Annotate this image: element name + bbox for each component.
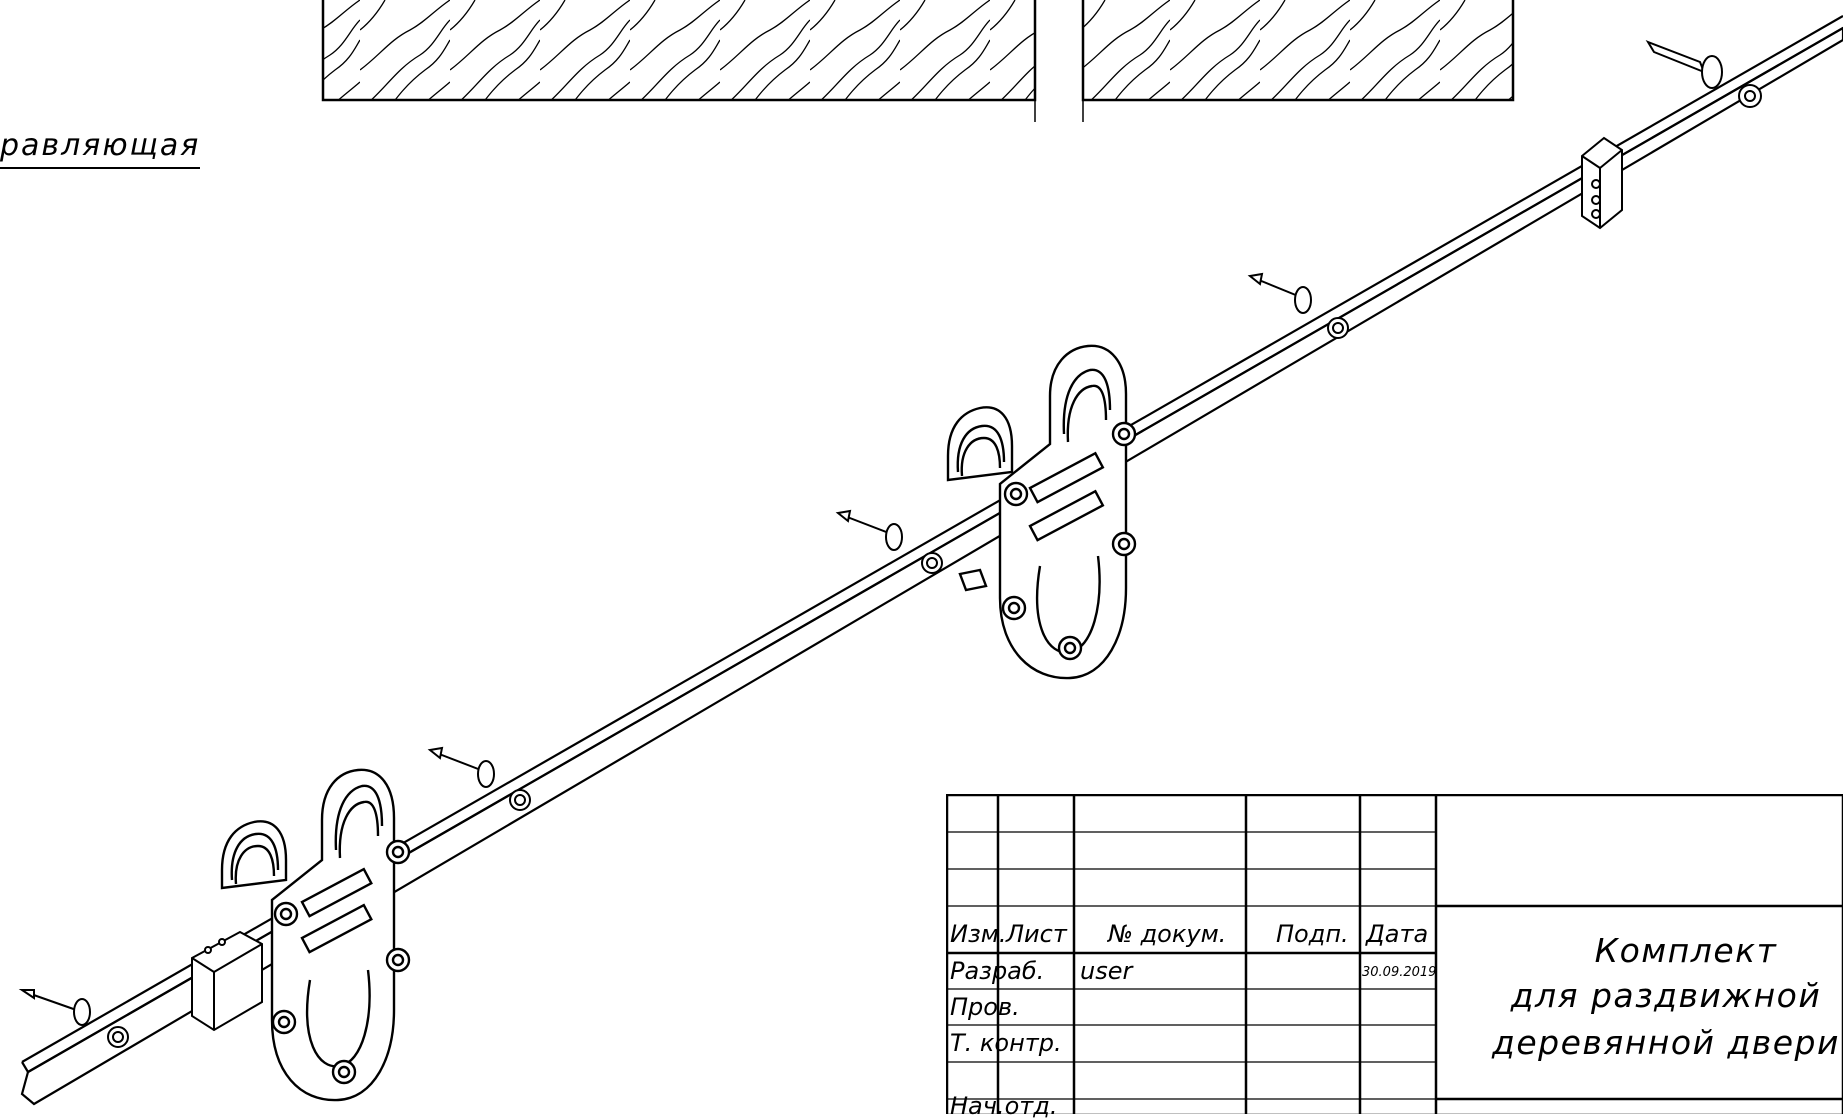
wall-screw — [18, 989, 129, 1048]
wall-screw — [835, 509, 943, 574]
guide-rail-label: равляющая — [0, 131, 201, 169]
header-sign: Подп. — [1276, 920, 1349, 948]
row-role: Нач.отд. — [950, 1092, 1058, 1120]
title-line: деревянной двери — [1492, 1023, 1840, 1062]
header-list: Лист — [1006, 920, 1067, 948]
row-role: Т. контр. — [950, 1029, 1062, 1057]
row-role: Пров. — [950, 993, 1020, 1021]
roller-hanger-left — [220, 768, 411, 1102]
title-block-grid — [946, 794, 1843, 1114]
row-name: user — [1080, 957, 1133, 985]
title-line: Комплект — [1594, 931, 1778, 970]
wall-screw — [427, 746, 531, 811]
row-date: 30.09.2019 — [1362, 965, 1437, 980]
row-role: Разраб. — [950, 957, 1045, 985]
header-date: Дата — [1366, 920, 1429, 948]
header-doc-no: № докум. — [1108, 920, 1227, 948]
roller-hanger-right — [946, 344, 1137, 680]
wall-screw — [1247, 272, 1349, 339]
rail-stopper — [191, 930, 263, 1032]
title-block: Изм. Лист № докум. Подп. Дата Разраб. us… — [946, 794, 1843, 1118]
title-line: для раздвижной — [1510, 976, 1822, 1015]
rail-stopper — [1581, 136, 1623, 230]
wood-door-left — [321, 0, 1037, 102]
wood-door-right — [1081, 0, 1515, 102]
wall-screw — [1645, 40, 1762, 108]
header-izm: Изм. — [950, 920, 1007, 948]
